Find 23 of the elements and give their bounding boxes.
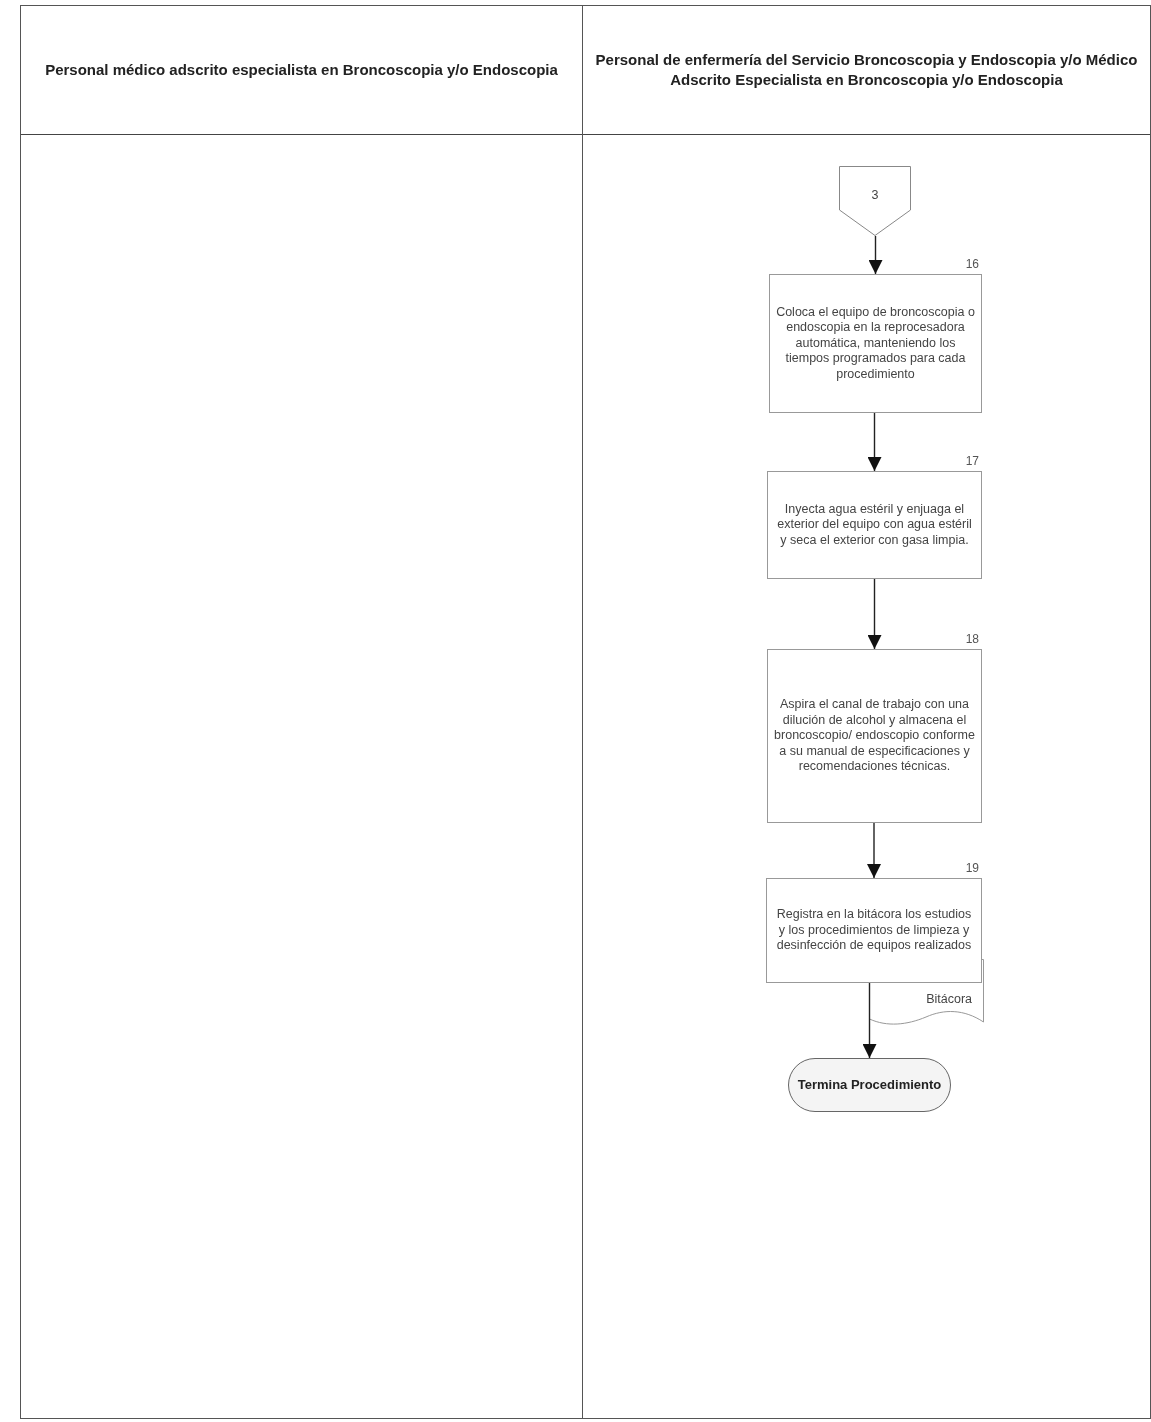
step-number: 18 <box>965 632 979 646</box>
connector-number: 3 <box>871 188 879 204</box>
arrow <box>862 982 877 1059</box>
lane-heading: Personal de enfermería del Servicio Broncoscopia y Endoscopia y/o Médico Adscrito Especialista en Broncoscopia y/o Endoscopia <box>594 50 1139 90</box>
step-text: Registra en la bitácora los estudios y los procedimientos de limpieza y desinfección de equipos realizados <box>775 907 973 954</box>
step-number: 17 <box>965 454 979 468</box>
document-shape <box>869 959 984 1024</box>
lane-heading: Personal médico adscrito especialista en Broncoscopia y/o Endoscopia <box>45 60 558 80</box>
arrow <box>867 412 882 472</box>
step-text: Coloca el equipo de broncoscopia o endoscopia en la reprocesadora automática, manteniendo los tiempos programados para cada procedimiento <box>776 304 975 383</box>
swimlane <box>20 5 582 1419</box>
step-text: Inyecta agua estéril y enjuaga el exterior del equipo con agua estéril y seca el exterior con gasa limpia. <box>776 501 973 549</box>
document-label: Bitácora <box>926 992 972 1008</box>
terminator <box>788 1058 951 1112</box>
terminator-label: Termina Procedimiento <box>797 1077 942 1093</box>
step-number: 16 <box>965 257 979 271</box>
step-text: Aspira el canal de trabajo con una dilución de alcohol y almacena el broncoscopio/ endoscopio conforme a su manual de especificaciones y recomendaciones técnicas. <box>774 697 975 775</box>
arrow <box>867 578 882 650</box>
off-page-connector <box>839 166 911 236</box>
swimlane <box>582 5 1151 1419</box>
step-number: 19 <box>965 861 979 875</box>
arrow <box>867 822 881 879</box>
arrow <box>868 235 883 275</box>
